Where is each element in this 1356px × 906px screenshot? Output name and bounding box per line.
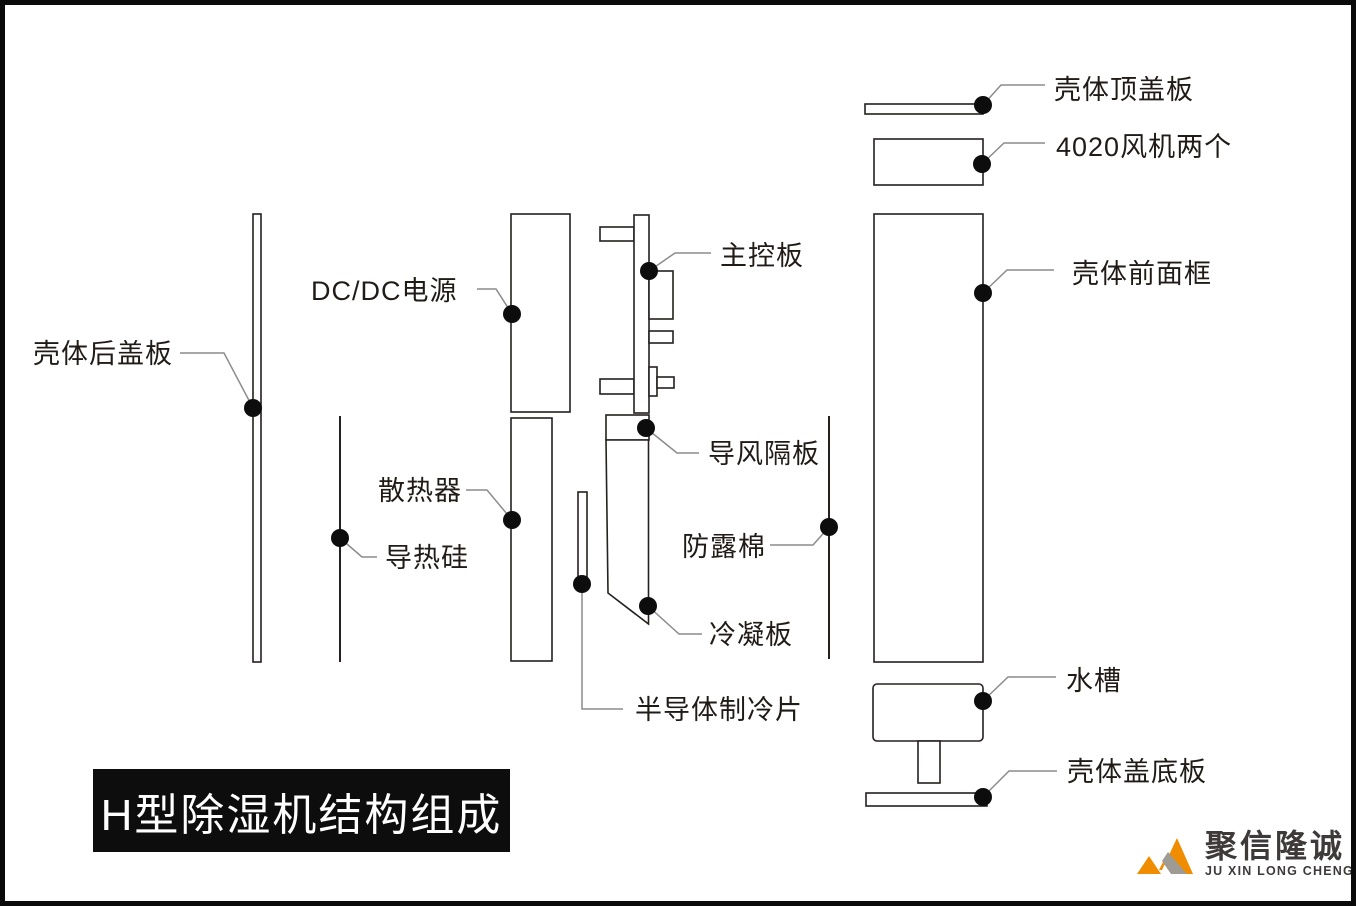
- part-pcb-stub: [656, 376, 675, 389]
- label-heatsink: 散热器: [378, 476, 462, 506]
- part-rear-cover-plate: [252, 213, 262, 663]
- dot-water-tank: [974, 692, 992, 710]
- label-thermal-silicone: 导热硅: [385, 543, 469, 573]
- label-rear-cover: 壳体后盖板: [33, 339, 173, 369]
- page-title: H型除湿机结构组成: [100, 790, 503, 840]
- part-bottom-cover-plate: [865, 792, 988, 807]
- dot-main-board: [640, 262, 658, 280]
- dot-top-cover: [974, 96, 992, 114]
- dot-condensation: [639, 597, 657, 615]
- dot-front-frame: [974, 284, 992, 302]
- dot-fans: [973, 155, 991, 173]
- part-water-tank: [872, 683, 984, 742]
- part-heatsink: [510, 417, 553, 662]
- title-box: H型除湿机结构组成: [93, 769, 510, 852]
- part-pcb-tab-bottom: [599, 378, 635, 395]
- leader-front-frame: [982, 269, 1054, 294]
- label-fans: 4020风机两个: [1056, 132, 1233, 162]
- label-top-cover: 壳体顶盖板: [1054, 75, 1194, 105]
- leader-anti-dew: [770, 526, 830, 546]
- label-bottom-cover: 壳体盖底板: [1067, 757, 1207, 787]
- dot-air-guide: [637, 419, 655, 437]
- part-semiconductor-chip: [577, 491, 588, 579]
- leader-semiconductor: [581, 584, 623, 710]
- part-fans-4020: [873, 138, 984, 186]
- label-condensation-plate: 冷凝板: [709, 620, 793, 650]
- label-main-board: 主控板: [720, 241, 804, 271]
- leader-water-tank: [982, 676, 1056, 702]
- logo: 聚信隆诚 JU XIN LONG CHENG: [1135, 828, 1354, 879]
- leader-dcdc: [477, 288, 513, 315]
- part-pcb-edge-piece: [648, 366, 658, 397]
- part-drain-stub: [917, 740, 941, 784]
- part-top-cover-plate: [864, 103, 984, 115]
- dot-rear-cover: [244, 399, 262, 417]
- logo-text: 聚信隆诚 JU XIN LONG CHENG: [1205, 828, 1354, 879]
- leader-condensation: [647, 605, 702, 635]
- part-front-frame: [873, 213, 984, 663]
- leader-air-guide: [645, 427, 699, 454]
- part-main-board: [633, 214, 650, 414]
- mountain-logo-icon: [1137, 838, 1193, 874]
- exploded-view-canvas: [180, 84, 1057, 807]
- label-semiconductor-chip: 半导体制冷片: [635, 695, 803, 725]
- label-water-tank: 水槽: [1066, 666, 1122, 696]
- logo-name-cn: 聚信隆诚: [1205, 828, 1346, 865]
- label-dcdc-power: DC/DC电源: [311, 276, 458, 306]
- dot-semiconductor: [573, 575, 591, 593]
- dot-dcdc: [503, 305, 521, 323]
- leader-heatsink: [466, 489, 513, 521]
- leader-top-cover: [982, 84, 1045, 106]
- label-air-guide: 导风隔板: [708, 439, 820, 469]
- dot-heatsink: [503, 511, 521, 529]
- leader-rear-cover: [180, 352, 254, 409]
- leader-thermal-silicone: [339, 537, 377, 558]
- dot-thermal-silicone: [331, 529, 349, 547]
- label-anti-dew-cotton: 防露棉: [682, 532, 766, 562]
- logo-name-en: JU XIN LONG CHENG: [1205, 864, 1354, 879]
- part-pcb-component-large: [648, 270, 674, 320]
- leader-main-board: [648, 252, 711, 272]
- label-front-frame: 壳体前面框: [1072, 259, 1212, 289]
- dot-anti-dew: [820, 518, 838, 536]
- leader-fans: [981, 142, 1045, 165]
- part-condensation-plate: [605, 439, 650, 626]
- part-pcb-component-small: [648, 330, 674, 344]
- dot-bottom-cover: [974, 788, 992, 806]
- leader-bottom-cover: [982, 770, 1057, 798]
- part-pcb-tab-top: [599, 226, 635, 242]
